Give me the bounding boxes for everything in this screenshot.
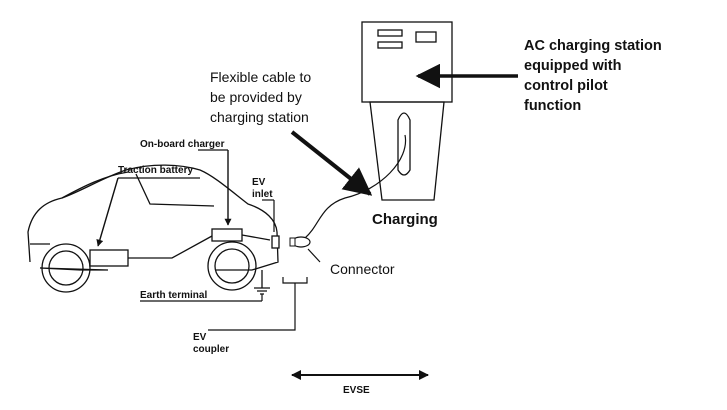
flexible-cable-label-line: charging station [210,109,309,125]
ac-station-label: AC charging station equipped with contro… [524,38,666,114]
ev-coupler-leader [208,283,296,331]
connector-tip [289,237,296,247]
station-panel-slot [377,29,403,37]
traction-battery-arrow [96,177,119,247]
car-body [27,164,279,271]
connector-label: Connector [330,261,395,277]
charging-cable [304,134,407,239]
traction-battery-label: Traction battery [118,165,193,176]
ev-inlet-socket [271,235,280,249]
flexible-cable [304,134,407,239]
car-window-line [135,173,215,207]
ev-coupler-label: EV coupler [193,332,229,355]
charging-label: Charging [372,211,438,228]
station-holster [397,112,411,176]
flexible-cable-label: Flexible cable to be provided by chargin… [210,69,315,125]
charger-inlet-wire [241,234,271,241]
ac-station-label-line: AC charging station [524,38,662,54]
charging-station [361,21,453,201]
flexible-cable-label-line: be provided by [210,89,302,105]
ev-inlet-label: EV inlet [252,177,273,200]
rear-wheel-rim [48,250,84,286]
ev-coupler-label-line: EV [193,332,207,343]
flexible-cable-label-line: Flexible cable to [210,69,311,85]
station-panel-slot [377,41,403,49]
ac-station-label-line: function [524,98,581,114]
rear-wheel [41,243,91,293]
car-roofline [61,171,129,199]
front-wheel-rim [214,248,250,284]
onboard-charger-label: On-board charger [140,139,225,150]
ac-station-label-line: equipped with [524,58,621,74]
station-head [361,21,453,103]
station-display [415,31,437,43]
station-body [369,101,445,201]
ev-coupler-label-line: coupler [193,344,229,355]
electric-vehicle [27,164,280,295]
ac-station-label-line: control pilot [524,78,608,94]
onboard-charger-box [211,228,243,242]
ev-inlet-label-line: EV [252,177,266,188]
battery-charger-wire [128,235,213,259]
ev-inlet-label-line: inlet [252,189,273,200]
traction-battery-box [89,249,129,267]
cable-arrow [290,130,373,196]
front-wheel [207,241,257,291]
earth-terminal-label: Earth terminal [140,290,207,301]
evse-label: EVSE [343,385,370,396]
ev-coupler-bracket [282,277,308,284]
connector-leader [307,248,321,263]
earth-ground-symbol [254,287,270,295]
